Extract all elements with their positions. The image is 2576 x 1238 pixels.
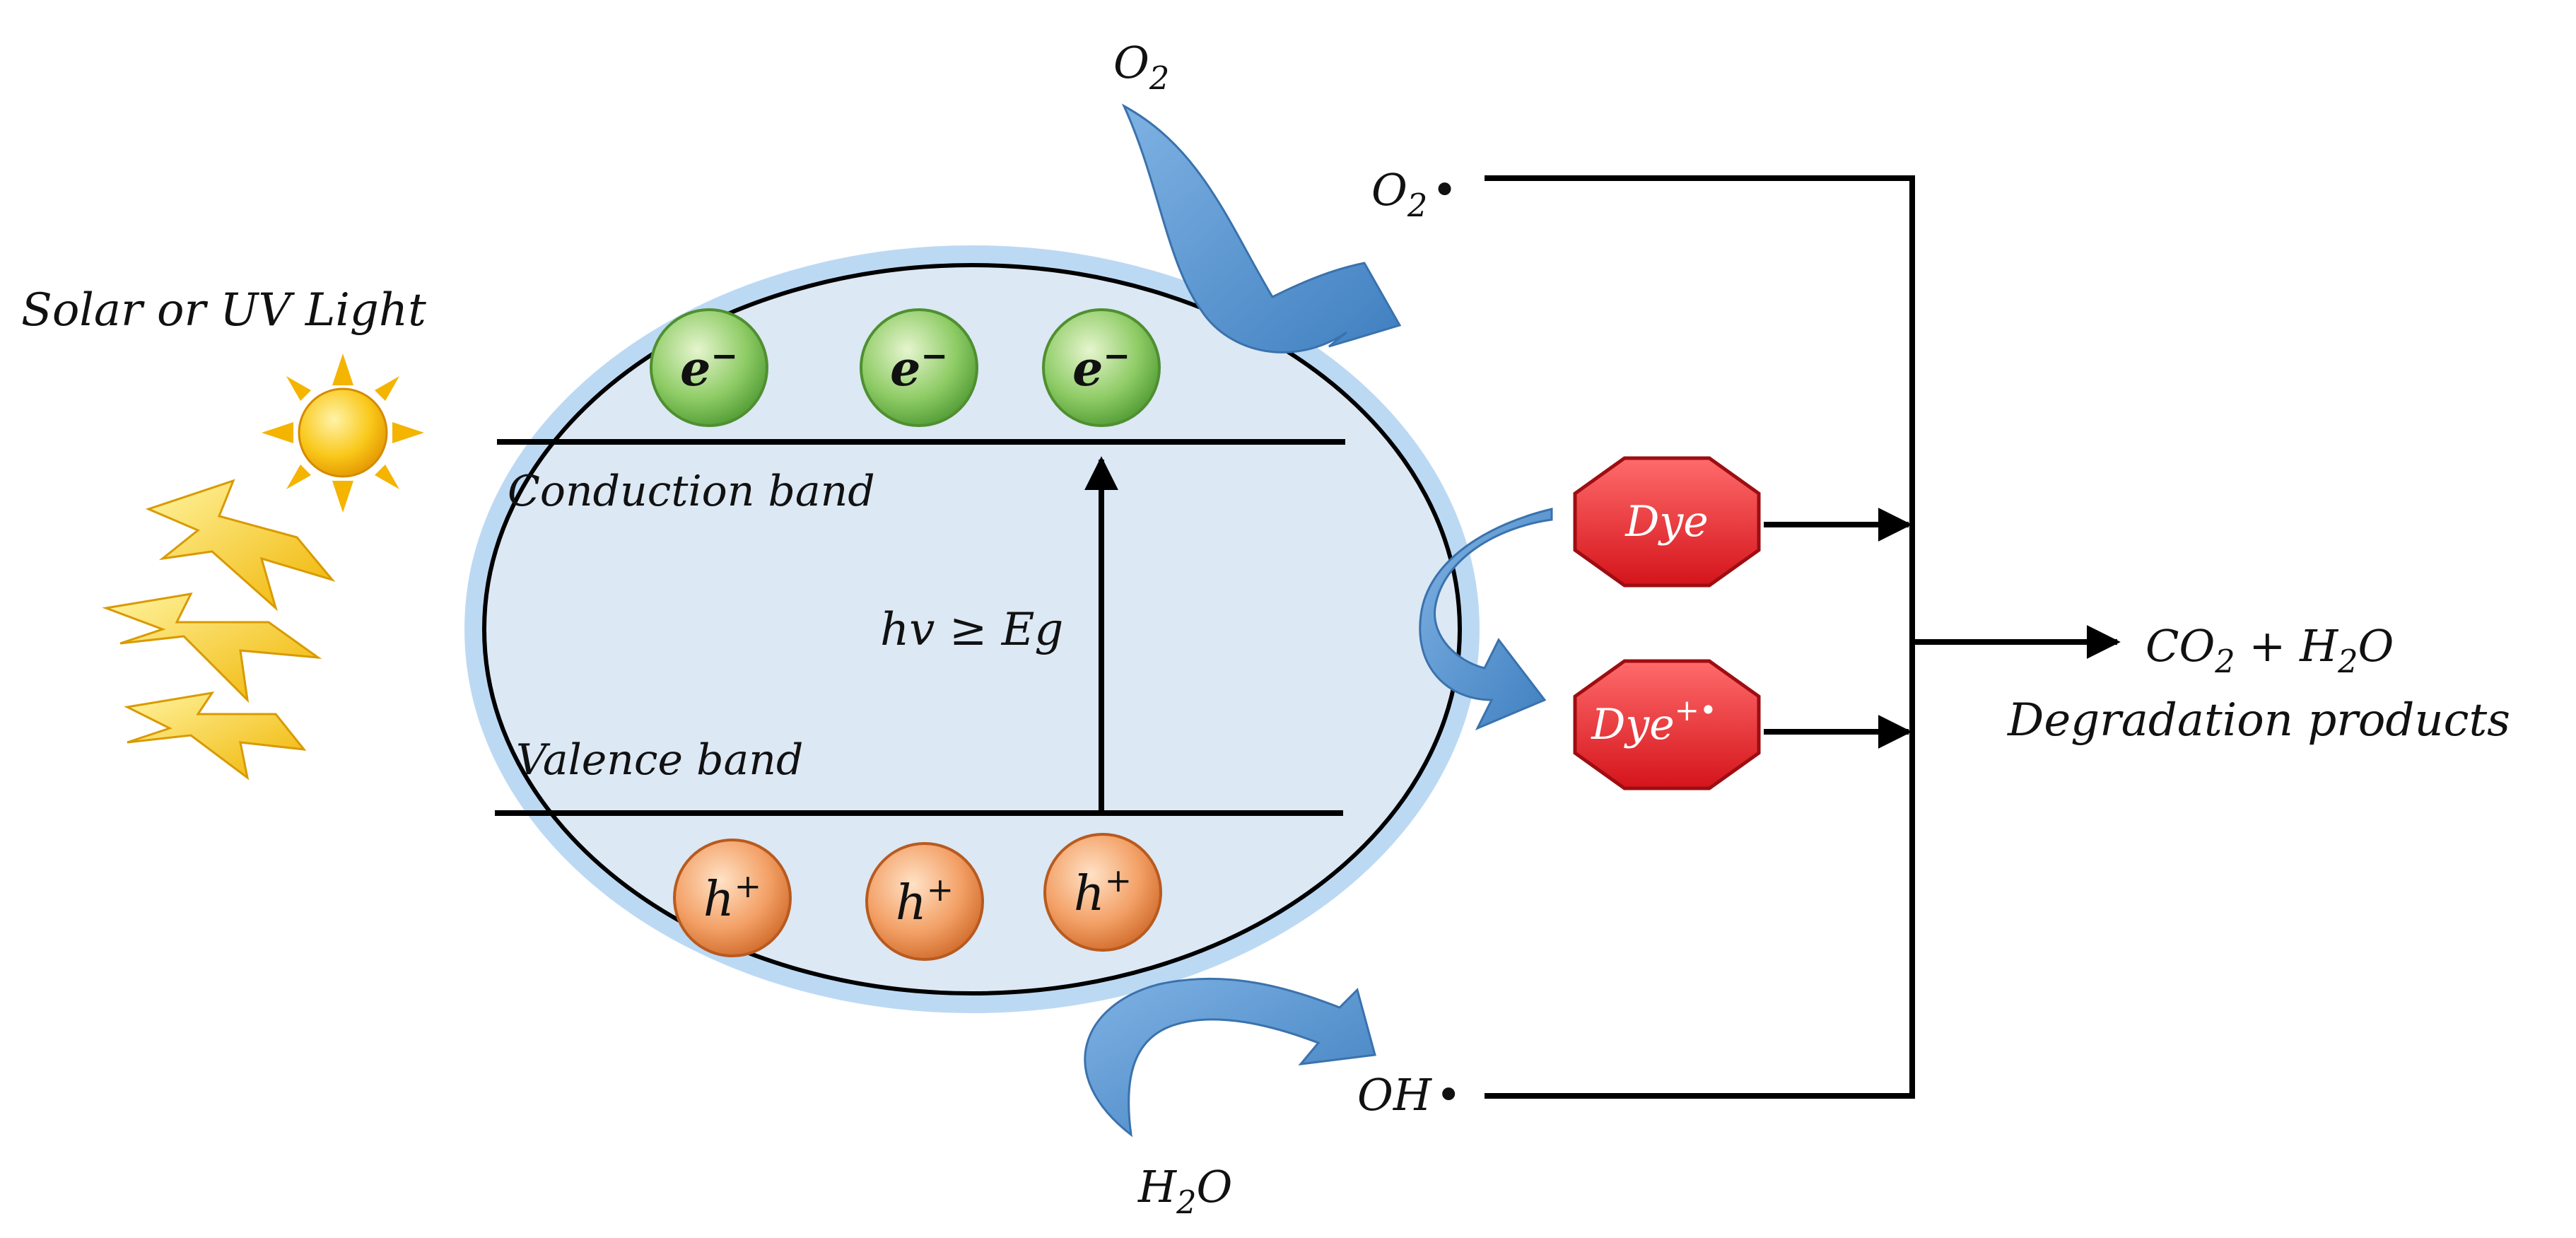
hole: h+ [1043,833,1162,952]
hole: h+ [865,842,984,961]
lightning-bolt-icons [102,479,336,781]
svg-text:Dye+•: Dye+• [1591,693,1716,749]
lightning-bolt-icon [124,691,307,781]
light-source-label: Solar or UV Light [21,284,426,337]
semiconductor-particle [464,245,1480,1013]
dye-molecule: Dye [1573,456,1761,588]
o2-reduction-arrow [1121,103,1402,354]
superoxide-connector [1485,175,1915,1099]
superoxide-radical-label: O2• [1371,164,1458,224]
products-formula: CO2 + H2O [2145,620,2394,680]
dye-oxidation-arrow [1419,508,1553,730]
h2o-oxidation-arrow [1084,977,1376,1138]
svg-text:h+: h+ [703,867,761,928]
svg-text:h+: h+ [896,870,954,931]
hydroxyl-radical-label: OH• [1357,1069,1461,1121]
h2o-label: H2O [1137,1161,1232,1221]
svg-text:e−: e− [680,337,738,397]
reaction-connectors [1485,175,2121,1099]
svg-text:e−: e− [1072,337,1130,397]
lightning-bolt-icon [102,592,322,703]
svg-text:Dye: Dye [1624,497,1709,547]
excitation-energy-label: hv ≥ Eg [880,604,1063,656]
svg-text:h+: h+ [1074,861,1132,922]
lightning-bolt-icon [145,479,336,612]
valence-band-label: Valence band [516,735,803,785]
o2-label: O2 [1113,37,1169,97]
sun-icon [262,354,424,513]
svg-text:e−: e− [890,337,948,397]
electron: e− [650,308,768,427]
electron: e− [860,308,978,427]
dye-cation-radical: Dye+• [1573,659,1761,790]
conduction-band-label: Conduction band [508,467,875,516]
degradation-products-label: Degradation products [2007,694,2510,747]
electron: e− [1042,308,1161,427]
hole: h+ [673,839,792,957]
